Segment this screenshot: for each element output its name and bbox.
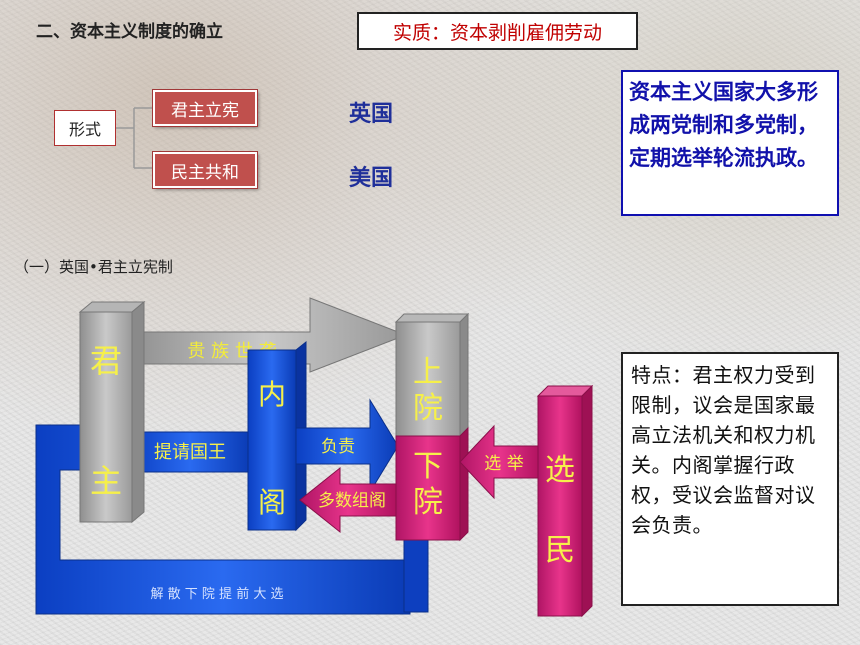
voters-pillar bbox=[537, 395, 583, 617]
label-monarch-1: 君 bbox=[90, 342, 122, 380]
label-upper-1: 上 bbox=[413, 355, 443, 390]
essence-box: 实质：资本剥削雇佣劳动 bbox=[357, 12, 638, 50]
monarch-pillar bbox=[79, 311, 133, 523]
label-cabinet-1: 内 bbox=[258, 378, 286, 411]
responsible-arrow bbox=[295, 398, 399, 494]
form-democratic-republic: 民主共和 bbox=[152, 151, 258, 189]
form-label: 形式 bbox=[54, 110, 116, 146]
label-monarch-2: 主 bbox=[90, 462, 122, 500]
form-constitutional-monarchy: 君主立宪 bbox=[152, 89, 258, 127]
label-lower-1: 下 bbox=[413, 449, 443, 484]
label-voters-2: 民 bbox=[545, 533, 575, 568]
summary-box: 资本主义国家大多形成两党制和多党制，定期选举轮流执政。 bbox=[621, 70, 839, 216]
country-britain: 英国 bbox=[349, 102, 394, 127]
majority-arrow bbox=[299, 466, 397, 534]
label-upper-2: 院 bbox=[413, 391, 443, 426]
label-lower-2: 院 bbox=[413, 485, 443, 520]
label-cabinet-2: 阁 bbox=[258, 486, 286, 519]
election-arrow bbox=[459, 424, 541, 500]
label-voters-1: 选 bbox=[545, 453, 575, 488]
label-responsible: 负责 bbox=[321, 437, 355, 457]
country-usa: 美国 bbox=[349, 166, 394, 191]
label-majority: 多数组阁 bbox=[318, 491, 386, 511]
label-election: 选 举 bbox=[484, 454, 523, 474]
dissolve-riser bbox=[403, 539, 429, 613]
label-dissolve: 解 散 下 院 提 前 大 选 bbox=[151, 586, 284, 602]
feature-box: 特点：君主权力受到限制，议会是国家最高立法机关和权力机关。内阁掌握行政权，受议会… bbox=[621, 352, 839, 606]
sub-title: （一）英国•君主立宪制 bbox=[14, 258, 173, 276]
section-title: 二、资本主义制度的确立 bbox=[36, 22, 223, 42]
label-request-king: 提请国王 bbox=[154, 442, 226, 463]
